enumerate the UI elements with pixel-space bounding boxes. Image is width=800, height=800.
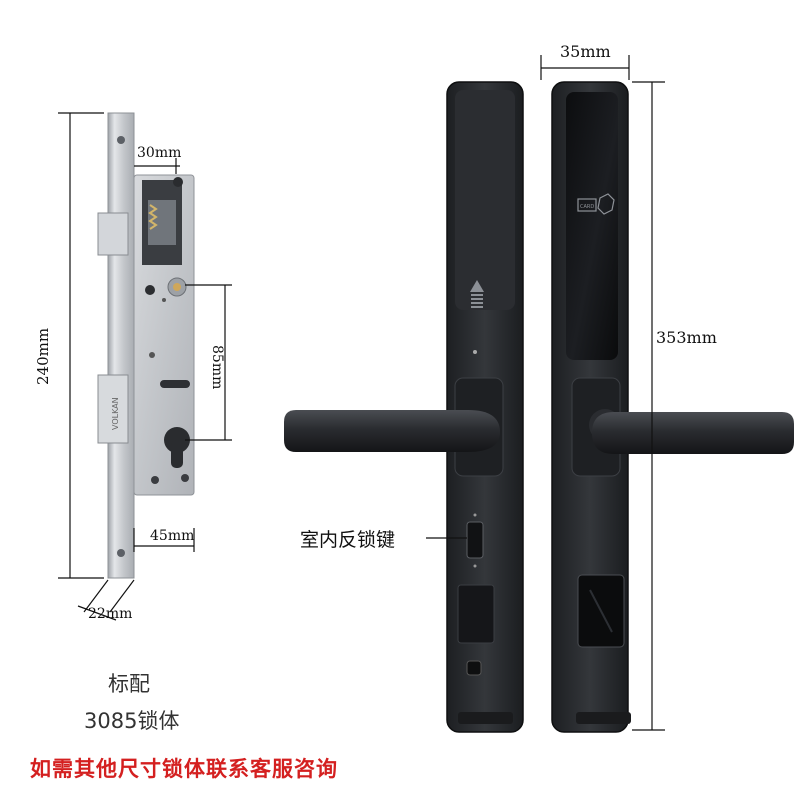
custom-size-notice: 如需其他尺寸锁体联系客服咨询 bbox=[30, 757, 338, 781]
dim-top-offset-label: 30mm bbox=[137, 145, 181, 161]
dim-backset-label: 45mm bbox=[150, 528, 194, 544]
interior-handle bbox=[284, 81, 524, 733]
exterior-glass-panel bbox=[566, 92, 618, 360]
reverse-lock-switch bbox=[466, 521, 484, 559]
mortise-stamp: VOLKAN bbox=[111, 397, 120, 430]
card-reader-icon: CARD bbox=[577, 193, 615, 215]
interior-key-cover bbox=[457, 584, 495, 644]
dim-width-label: 35mm bbox=[560, 42, 611, 61]
deadbolt bbox=[97, 374, 129, 444]
dim-faceplate-label: 22mm bbox=[88, 606, 132, 622]
card-icon-text: CARD bbox=[580, 204, 594, 210]
mortise-faceplate bbox=[107, 112, 135, 579]
dim-length-label: 353mm bbox=[656, 328, 717, 347]
lock-body-caption: 3085锁体 bbox=[84, 709, 180, 733]
dim-height-label: 240mm bbox=[34, 328, 52, 385]
standard-caption: 标配 bbox=[108, 672, 150, 696]
mortise-lock-body: VOLKAN bbox=[97, 112, 195, 579]
latch-bolt bbox=[97, 212, 129, 256]
handle-dimension-lines bbox=[426, 55, 665, 731]
mortise-dimension-lines bbox=[58, 112, 232, 621]
exterior-lever bbox=[592, 412, 794, 454]
reverse-lock-label: 室内反锁键 bbox=[300, 529, 396, 551]
interior-lever bbox=[284, 410, 500, 452]
exterior-handle: CARD bbox=[551, 81, 794, 733]
dim-spacing-label: 85mm bbox=[209, 345, 225, 389]
battery-slide-icon bbox=[470, 280, 484, 308]
